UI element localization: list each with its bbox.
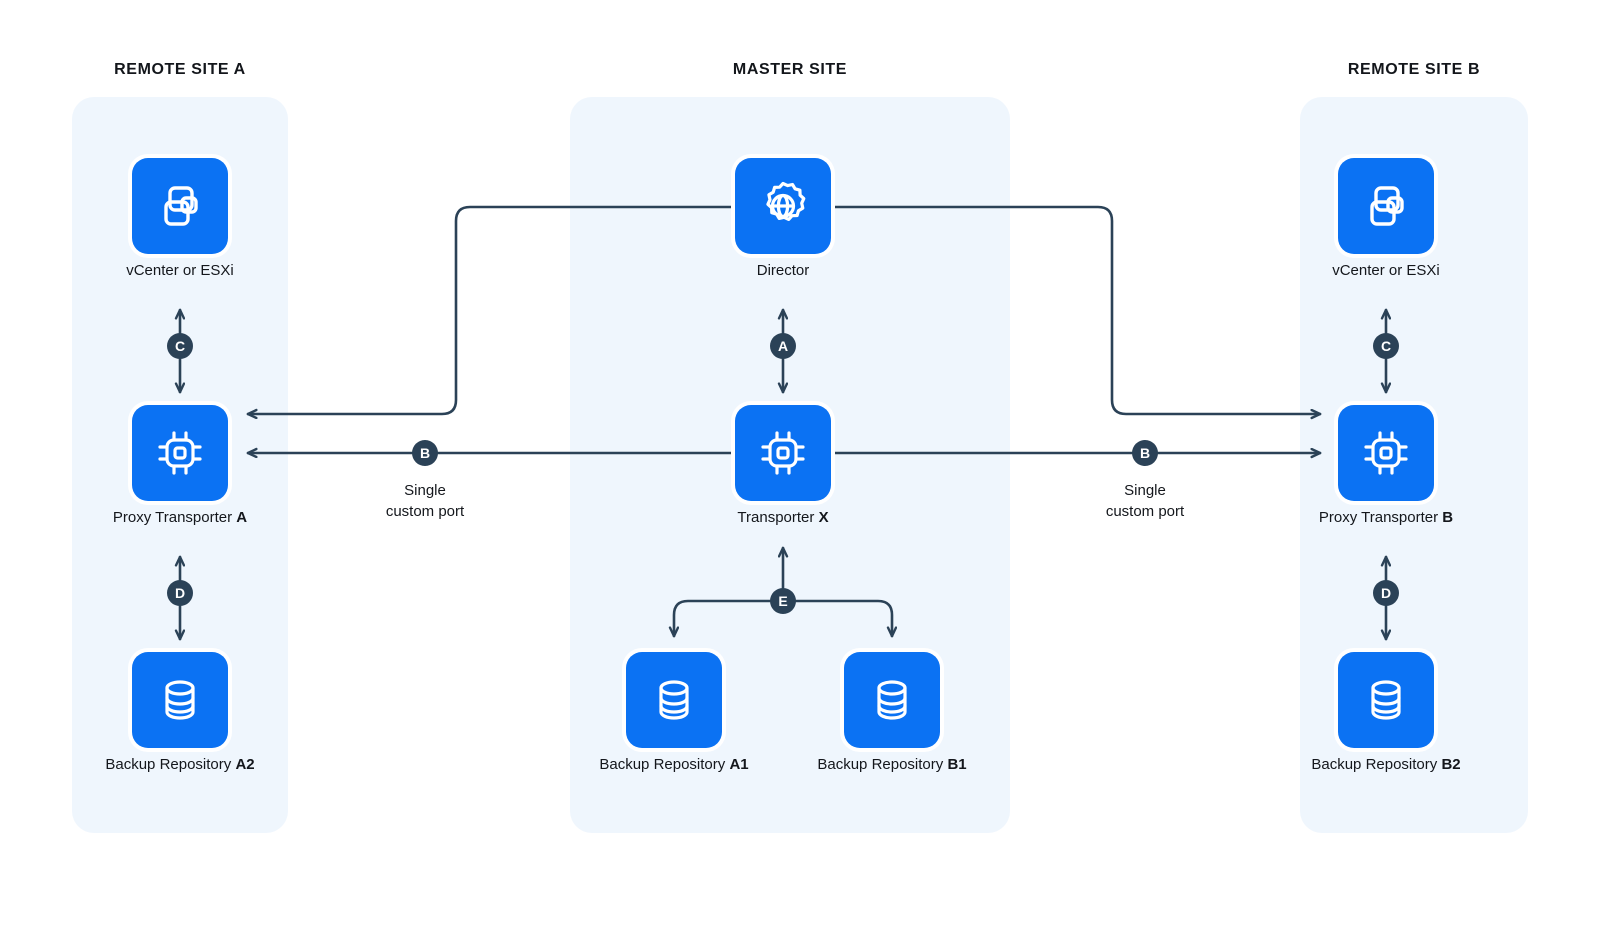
node-repository-a2[interactable]: Backup Repository A2 (105, 652, 255, 773)
node-transporter-x[interactable]: Transporter X (735, 405, 831, 526)
node-repository-b1[interactable]: Backup Repository B1 (817, 652, 967, 773)
node-director[interactable]: Director (735, 158, 831, 279)
vcenter-icon (132, 158, 228, 254)
transporter-icon (132, 405, 228, 501)
repository-icon (1338, 652, 1434, 748)
director-icon (735, 158, 831, 254)
node-repository-b2[interactable]: Backup Repository B2 (1311, 652, 1461, 773)
site-title-master: MASTER SITE (732, 61, 848, 78)
badge-e: E (770, 588, 796, 614)
node-label-proxy-a: Proxy Transporter A (112, 509, 248, 526)
port-label-left-line1: Single (404, 482, 446, 499)
node-label-repo-a1: Backup Repository A1 (599, 756, 749, 773)
site-title-remote-a: REMOTE SITE A (114, 61, 246, 78)
node-proxy-transporter-a[interactable]: Proxy Transporter A (113, 405, 247, 526)
repository-icon (132, 652, 228, 748)
badge-d-left: D (167, 580, 193, 606)
node-label-repo-a2: Backup Repository A2 (105, 756, 255, 773)
node-vcenter-a[interactable]: vCenter or ESXi (126, 158, 234, 279)
node-repository-a1[interactable]: Backup Repository A1 (599, 652, 749, 773)
node-label-vcenter-b: vCenter or ESXi (1332, 262, 1440, 279)
node-label-repo-b1: Backup Repository B1 (817, 756, 967, 773)
repository-icon (844, 652, 940, 748)
vcenter-icon (1338, 158, 1434, 254)
transporter-icon (1338, 405, 1434, 501)
badge-b-right: B (1132, 440, 1158, 466)
node-label-repo-b2: Backup Repository B2 (1311, 756, 1461, 773)
badge-d-right: D (1373, 580, 1399, 606)
node-label-proxy-b: Proxy Transporter B (1318, 509, 1454, 526)
site-title-remote-b: REMOTE SITE B (1347, 61, 1481, 78)
badge-c-right: C (1373, 333, 1399, 359)
port-label-right-line2: custom port (1105, 503, 1185, 520)
port-label-right-line1: Single (1124, 482, 1166, 499)
node-label-director: Director (756, 262, 810, 279)
node-label-vcenter-a: vCenter or ESXi (126, 262, 234, 279)
repository-icon (626, 652, 722, 748)
transporter-icon (735, 405, 831, 501)
node-label-transporter-x: Transporter X (737, 509, 829, 526)
badge-a: A (770, 333, 796, 359)
badge-c-left: C (167, 333, 193, 359)
node-proxy-transporter-b[interactable]: Proxy Transporter B (1319, 405, 1453, 526)
badge-b-left: B (412, 440, 438, 466)
port-label-left: Single custom port (325, 480, 525, 522)
port-label-left-line2: custom port (385, 503, 465, 520)
node-vcenter-b[interactable]: vCenter or ESXi (1332, 158, 1440, 279)
port-label-right: Single custom port (1045, 480, 1245, 522)
